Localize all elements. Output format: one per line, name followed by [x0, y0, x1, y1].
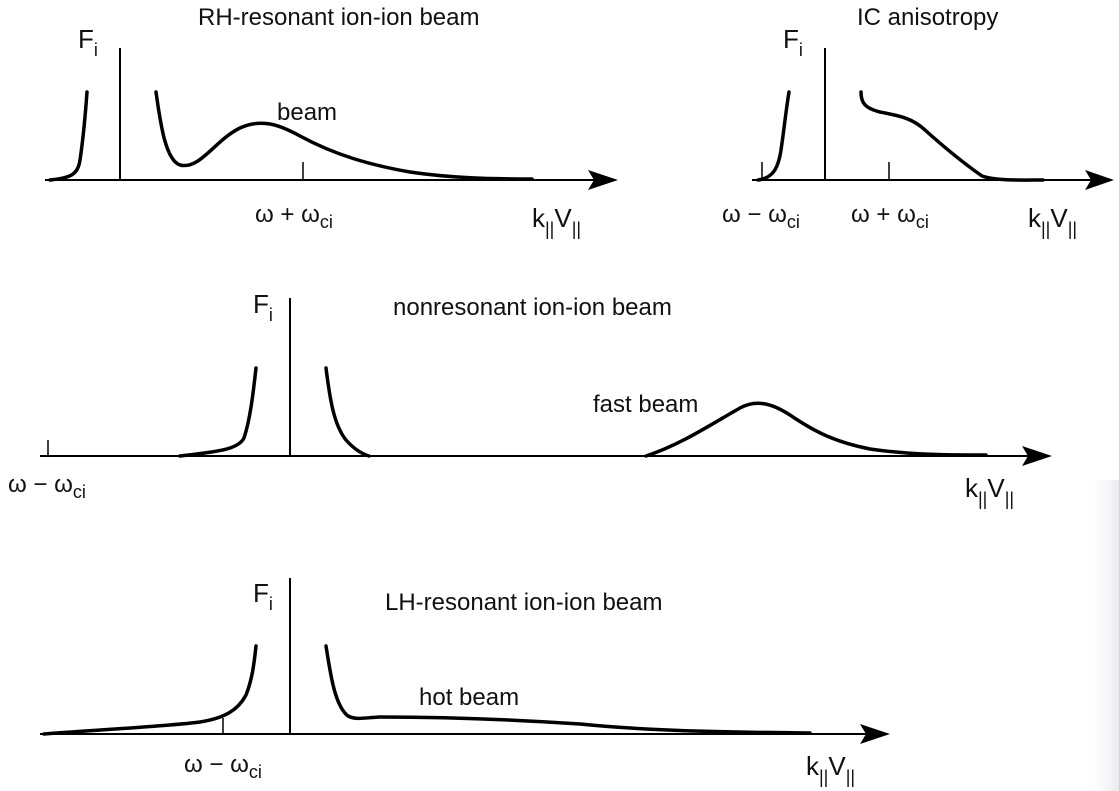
panel-lh-resonant: LH-resonant ion-ion beam Fi hot beam ω −…: [40, 578, 890, 787]
fast-beam-distribution: [644, 401, 988, 458]
beam-distribution: [154, 90, 534, 181]
core-distribution-left: [42, 644, 258, 736]
beam-annotation: beam: [277, 99, 337, 126]
edge-shade: [1085, 480, 1119, 791]
x-axis-label: k||V||: [806, 751, 855, 787]
hot-beam-distribution: [324, 644, 812, 735]
panel-rh-resonant: RH-resonant ion-ion beam Fi beam ω + ωci…: [45, 4, 618, 239]
x-axis-label: k||V||: [532, 203, 581, 239]
tick-label-omega-minus: ω − ωci: [722, 201, 800, 232]
core-distribution-left: [48, 90, 89, 182]
core-distribution-left: [178, 366, 258, 458]
y-axis-label: Fi: [783, 24, 803, 60]
x-axis-arrow: [588, 170, 618, 190]
panel-title: LH-resonant ion-ion beam: [385, 589, 663, 616]
core-distribution-right: [324, 366, 371, 458]
tick-label-omega-minus: ω − ωci: [8, 471, 86, 502]
x-axis-label: k||V||: [965, 473, 1014, 509]
y-axis-label: Fi: [253, 289, 273, 325]
panel-title: RH-resonant ion-ion beam: [198, 4, 479, 31]
x-axis-arrow: [1085, 170, 1114, 190]
panel-title: IC anisotropy: [857, 4, 998, 31]
x-axis-label: k||V||: [1028, 203, 1077, 239]
panel-nonresonant: nonresonant ion-ion beam Fi fast beam ω …: [8, 289, 1052, 509]
x-axis-arrow: [860, 724, 890, 744]
x-axis-arrow: [1022, 446, 1052, 466]
hot-beam-annotation: hot beam: [419, 684, 519, 711]
anisotropic-distribution: [859, 90, 1045, 182]
tick-label-omega-plus: ω + ωci: [851, 201, 929, 232]
panel-ic-anisotropy: IC anisotropy Fi ω − ωci ω + ωci k||V||: [722, 4, 1114, 239]
fast-beam-annotation: fast beam: [593, 391, 698, 418]
y-axis-label: Fi: [78, 24, 98, 60]
tick-label-omega-plus: ω + ωci: [255, 201, 333, 232]
tick-label-omega-minus: ω − ωci: [184, 751, 262, 782]
core-distribution-left: [756, 90, 791, 182]
panel-title: nonresonant ion-ion beam: [393, 294, 672, 321]
y-axis-label: Fi: [253, 578, 273, 614]
